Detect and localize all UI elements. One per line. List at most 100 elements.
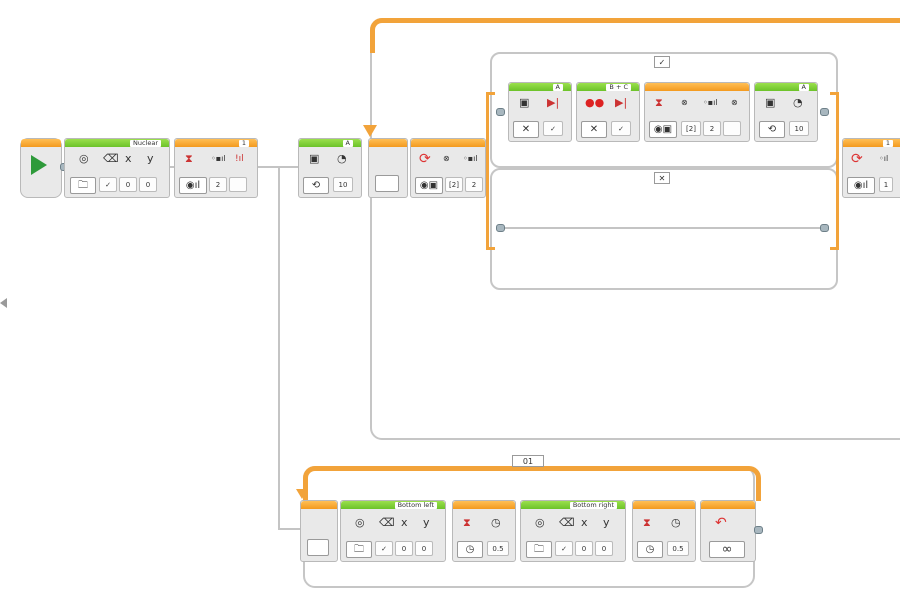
wait-param[interactable]: 2: [209, 177, 227, 192]
switch-param-2[interactable]: 2: [465, 177, 483, 192]
loop-arrow-icon: [363, 125, 377, 137]
wait-sensor-block[interactable]: ⧗ ⊗ ◦▪ıl ⊗ ◉▣ [2] 2: [644, 82, 750, 142]
wait-mode-button[interactable]: ◷: [457, 541, 483, 558]
switch-mode-button[interactable]: ◉▣: [415, 177, 443, 194]
display-nuclear-block[interactable]: Nuclear ◎ ⌫ x y 🗀 ✓ 0 0: [64, 138, 170, 198]
wait-param-2[interactable]: [229, 177, 247, 192]
clock-icon: ◷: [491, 516, 501, 529]
wait-seconds-param[interactable]: 0.5: [487, 541, 509, 556]
folder-mode-button[interactable]: 🗀: [526, 541, 552, 558]
motor-port-label[interactable]: B + C: [606, 84, 631, 91]
bottom-loop-bar[interactable]: [303, 466, 761, 501]
target-icon: ◎: [355, 516, 365, 529]
motor-port-label[interactable]: A: [342, 140, 353, 147]
wait-time-block-2[interactable]: ⧗ ◷ ◷ 0.5: [632, 500, 696, 562]
wait-seconds-param[interactable]: 0.5: [667, 541, 689, 556]
display-cap: [65, 139, 169, 147]
folder-mode-button[interactable]: 🗀: [70, 177, 96, 194]
off-mode-button[interactable]: ✕: [513, 121, 539, 138]
loop2-end-block[interactable]: ↶ ∞: [700, 500, 756, 562]
motor-port-label[interactable]: A: [798, 84, 809, 91]
wait-block-1[interactable]: 1 ⧗ ◦▪ıl !ıl ◉ıl 2: [174, 138, 258, 198]
brake-param[interactable]: ✓: [611, 121, 631, 136]
display-bottom-left-block[interactable]: Bottom left ◎ ⌫ x y 🗀 ✓ 0 0: [340, 500, 446, 562]
wait-mode-button[interactable]: ◉ıl: [847, 177, 875, 194]
motor-bc-stop-block[interactable]: B + C ●● ▶| ✕ ✓: [576, 82, 640, 142]
y-param[interactable]: 0: [595, 541, 613, 556]
motor-a-block-2[interactable]: A ▣ ◔ ⟲ 10: [754, 82, 818, 142]
motor-power-param[interactable]: 10: [789, 121, 809, 136]
wait-time-block-1[interactable]: ⧗ ◷ ◷ 0.5: [452, 500, 516, 562]
signal-icon: ◦ıl: [879, 154, 889, 163]
target-icon: ◎: [535, 516, 545, 529]
hourglass-icon: ⧗: [185, 152, 193, 165]
x-param[interactable]: 0: [119, 177, 137, 192]
motor-cap: [299, 139, 361, 147]
switch-false-frame: [490, 168, 838, 290]
brake-param[interactable]: ✓: [543, 121, 563, 136]
motor-mode-button[interactable]: ⟲: [759, 121, 785, 138]
folder-mode-button[interactable]: 🗀: [346, 541, 372, 558]
display-label[interactable]: Bottom right: [569, 502, 617, 509]
signal-icon: ◦▪ıl: [463, 154, 478, 163]
x-param[interactable]: 0: [395, 541, 413, 556]
wait-port-label[interactable]: 1: [882, 140, 893, 147]
loop-start-cap: [369, 139, 407, 147]
main-loop-bar[interactable]: [370, 18, 900, 53]
switch-true-out-connector[interactable]: [820, 108, 829, 116]
check-param[interactable]: ✓: [375, 541, 393, 556]
loop-start-block[interactable]: [368, 138, 408, 198]
check-param[interactable]: ✓: [555, 541, 573, 556]
stop-icon: ▶|: [547, 96, 560, 109]
switch-start-block[interactable]: ⟳ ⊗ ◦▪ıl ◉▣ [2] 2: [410, 138, 486, 198]
loop-mode-button[interactable]: [375, 175, 399, 192]
wait-mode-button[interactable]: ◉▣: [649, 121, 677, 138]
motor-a-block[interactable]: A ▣ ◔ ⟲ 10: [298, 138, 362, 198]
hourglass-icon: ⧗: [655, 96, 663, 109]
wait-param-1[interactable]: [2]: [681, 121, 701, 136]
bottom-loop-label[interactable]: 01: [512, 455, 544, 467]
switch-false-out-connector[interactable]: [820, 224, 829, 232]
wait-param-3[interactable]: [723, 121, 741, 136]
motor-power-param[interactable]: 10: [333, 177, 353, 192]
start-block[interactable]: [20, 138, 62, 198]
wait-cap: [175, 139, 257, 147]
x-label: x: [401, 516, 408, 529]
display-label[interactable]: Bottom left: [394, 502, 437, 509]
wait-port-label[interactable]: 1: [238, 140, 249, 147]
motor-mode-button[interactable]: ⟲: [303, 177, 329, 194]
loop2-out-connector[interactable]: [754, 526, 763, 534]
wait-mode-button[interactable]: ◷: [637, 541, 663, 558]
x-label: x: [581, 516, 588, 529]
motor-a-stop-block[interactable]: A ▣ ▶| ✕ ✓: [508, 82, 572, 142]
wait-mode-button[interactable]: ◉ıl: [179, 177, 207, 194]
wait-cap: [645, 83, 749, 91]
off-mode-button[interactable]: ✕: [581, 121, 607, 138]
wait-param[interactable]: 1: [879, 177, 893, 192]
check-param[interactable]: ✓: [99, 177, 117, 192]
scroll-left-arrow-icon[interactable]: [0, 298, 7, 308]
switch-false-tab[interactable]: ✕: [654, 172, 670, 184]
wait-param-2[interactable]: 2: [703, 121, 721, 136]
signal-icon: ◦▪ıl: [703, 98, 718, 107]
switch-false-in-connector[interactable]: [496, 224, 505, 232]
y-param[interactable]: 0: [415, 541, 433, 556]
compare-icon: ◦▪ıl: [211, 154, 226, 163]
wait-cap: [633, 501, 695, 509]
play-icon[interactable]: [31, 155, 47, 175]
display-label[interactable]: Nuclear: [129, 140, 161, 147]
loop2-start-block[interactable]: [300, 500, 338, 562]
x-param[interactable]: 0: [575, 541, 593, 556]
infinite-mode-button[interactable]: ∞: [709, 541, 745, 558]
loop2-mode-button[interactable]: [307, 539, 329, 556]
switch-param-1[interactable]: [2]: [445, 177, 463, 192]
wait-cap: [843, 139, 900, 147]
y-param[interactable]: 0: [139, 177, 157, 192]
display-bottom-right-block[interactable]: Bottom right ◎ ⌫ x y 🗀 ✓ 0 0: [520, 500, 626, 562]
motor-port-label[interactable]: A: [552, 84, 563, 91]
switch-true-tab[interactable]: ✓: [654, 56, 670, 68]
right-wait-block[interactable]: 1 ⟳ ◦ıl ◉ıl 1: [842, 138, 900, 198]
clock-icon: ◷: [671, 516, 681, 529]
wire-branch-right: [278, 528, 308, 530]
switch-true-in-connector[interactable]: [496, 108, 505, 116]
